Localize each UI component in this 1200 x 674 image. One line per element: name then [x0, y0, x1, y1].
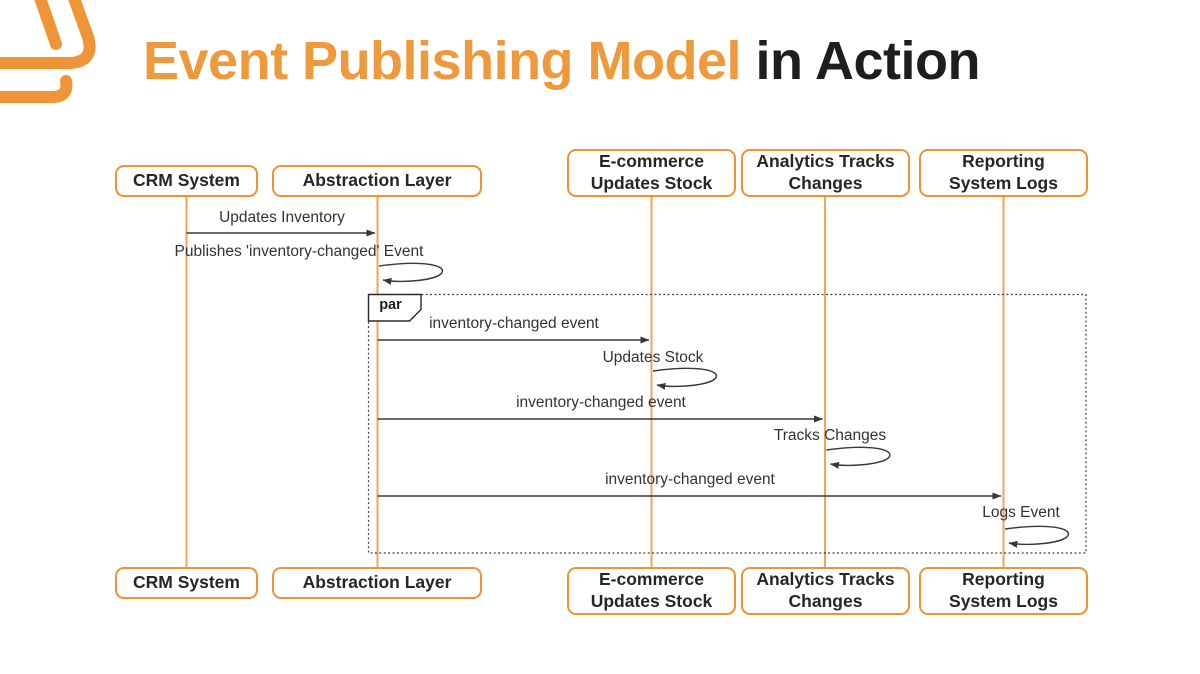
par-tab [367, 293, 422, 322]
participant-bottom-ecommerce: E-commerce Updates Stock [567, 567, 736, 615]
page-title-highlight: Event Publishing Model [143, 31, 742, 91]
self-loops [378, 262, 1070, 548]
logo-stroke-2 [0, 0, 96, 69]
message-label-publishes-event: Publishes 'inventory-changed' Event [174, 243, 424, 260]
lifelines [185, 197, 1005, 567]
message-label-logs-event: Logs Event [982, 504, 1060, 521]
message-label-tracks-changes: Tracks Changes [773, 427, 887, 444]
self-loop-updates-stock [652, 367, 718, 390]
self-loop-logs-event [1004, 525, 1070, 548]
par-fragment-label: par [379, 297, 402, 313]
participant-top-reporting: Reporting System Logs [919, 149, 1088, 197]
message-label-updates-stock: Updates Stock [602, 349, 704, 366]
logo-stroke-1 [34, 0, 62, 50]
self-loop-publishes-event [378, 262, 444, 285]
self-loop-tracks-changes [826, 446, 891, 469]
participant-top-analytics: Analytics Tracks Changes [741, 149, 910, 197]
page-title: Event Publishing Model in Action [143, 30, 981, 92]
participant-top-crm-system: CRM System [115, 165, 258, 197]
message-label-inventory-changed-3: inventory-changed event [605, 471, 775, 488]
participant-bottom-abstraction-layer: Abstraction Layer [272, 567, 482, 599]
participant-top-abstraction-layer: Abstraction Layer [272, 165, 482, 197]
logo-stroke-3 [0, 75, 73, 103]
par-frame [367, 293, 1087, 554]
brand-logo-icon [0, 0, 96, 103]
message-label-inventory-changed-2: inventory-changed event [516, 394, 686, 411]
message-label-updates-inventory: Updates Inventory [219, 209, 345, 226]
message-arrows [186, 229, 1002, 500]
participant-bottom-analytics: Analytics Tracks Changes [741, 567, 910, 615]
message-label-inventory-changed-1: inventory-changed event [429, 315, 599, 332]
participant-top-ecommerce: E-commerce Updates Stock [567, 149, 736, 197]
participant-bottom-crm-system: CRM System [115, 567, 258, 599]
participant-bottom-reporting: Reporting System Logs [919, 567, 1088, 615]
page-title-rest: in Action [741, 31, 981, 91]
